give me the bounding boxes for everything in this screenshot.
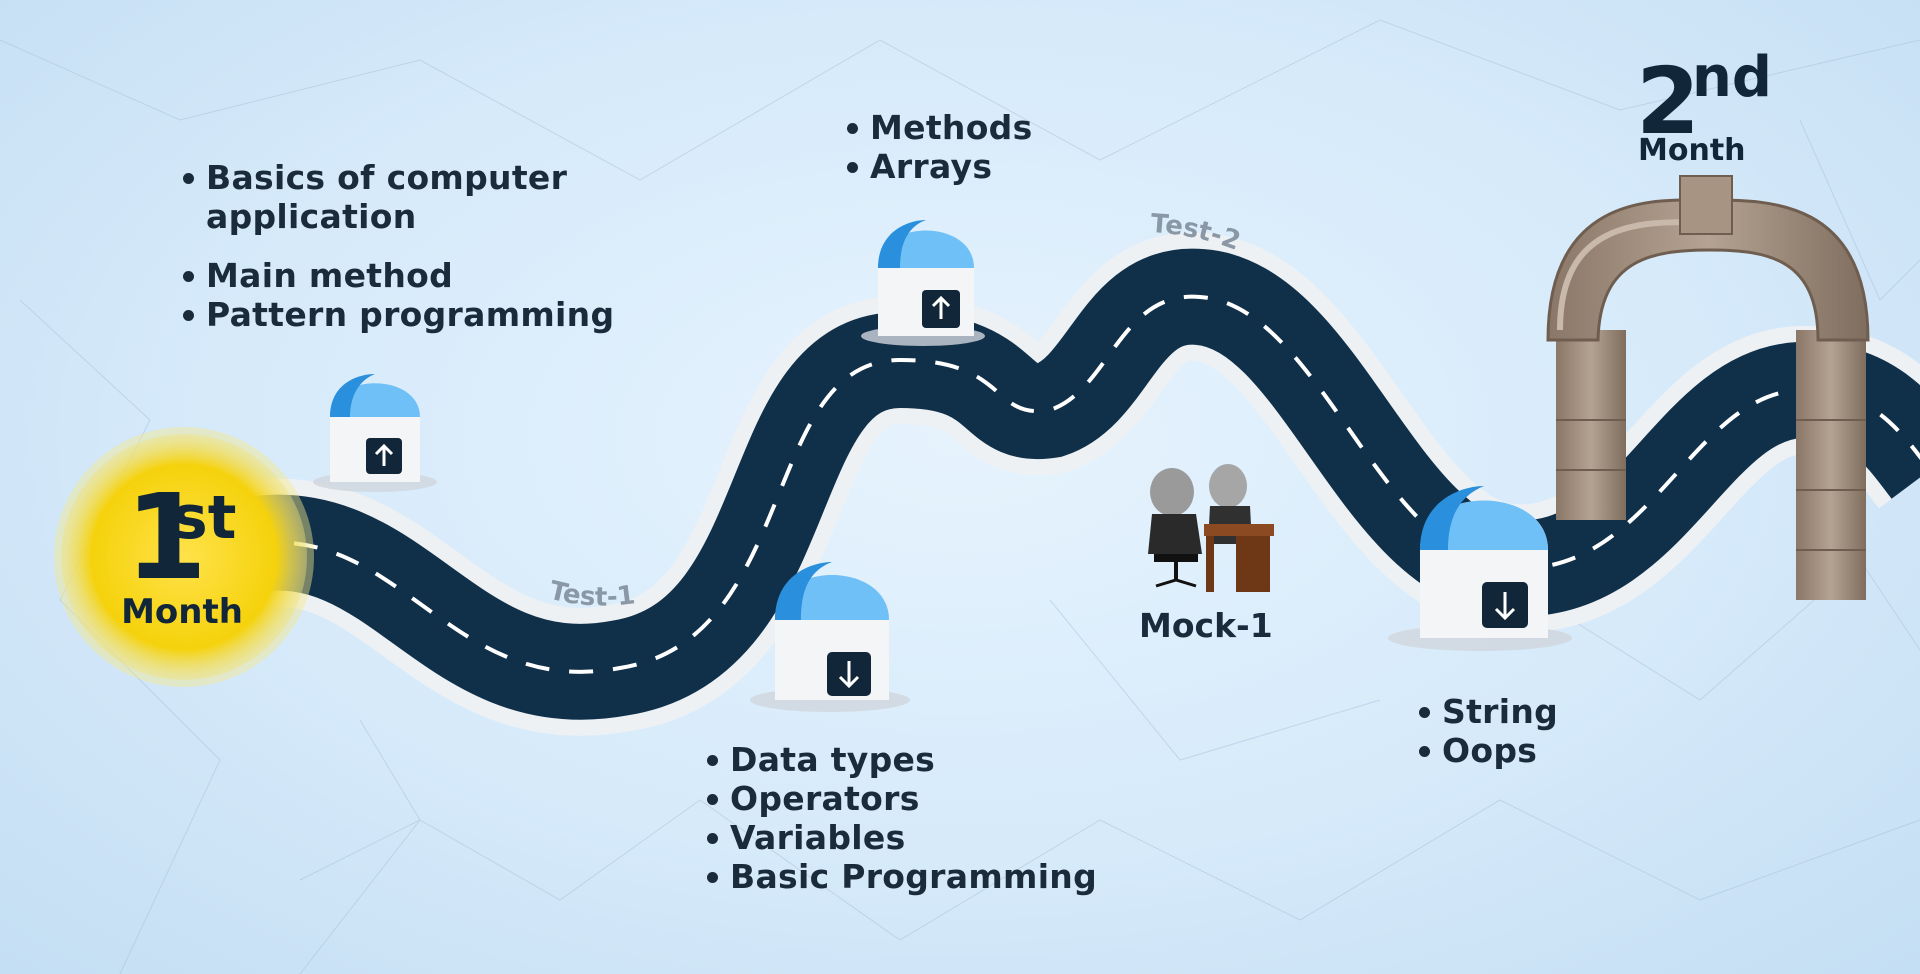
start-month-label: Month [121,592,243,632]
road-center-line [249,294,1920,674]
milestone-marker [1388,486,1572,651]
topic-list-methods: Methods Arrays [844,108,1033,186]
network-background [0,19,1920,974]
topic-item: Variables [704,818,1097,857]
end-month-suffix: nd [1692,45,1772,110]
up-arrow-icon [374,443,394,466]
end-month-heading: 2 nd Month [1636,45,1772,168]
topic-text-continued: application [206,197,417,236]
people-at-desk-icon [1148,464,1274,592]
milestone-marker [861,220,985,346]
milestone-marker [313,374,437,492]
end-month-number: 2 [1636,48,1700,155]
milestone-marker [750,562,910,712]
topic-list-string: String Oops [1416,692,1558,770]
test-1-text: Test-1 [546,576,636,613]
mock-label: Mock-1 [1139,606,1273,645]
road [242,248,1920,720]
start-month-suffix: st [172,483,236,553]
down-arrow-icon [838,661,860,689]
down-arrow-icon [1494,592,1516,621]
start-month-badge: 1 st Month [54,427,314,687]
topic-item: Methods [844,108,1033,147]
topic-item: Basic Programming [704,857,1097,896]
topic-item: Arrays [844,147,1033,186]
topic-item: Pattern programming [180,295,614,334]
up-arrow-icon [931,295,951,319]
topic-item: Main method [180,256,614,295]
stone-arch-icon [1546,175,1870,600]
topic-item: Oops [1416,731,1558,770]
topic-text: Basics of computer [206,158,568,197]
topic-item: Operators [704,779,1097,818]
topic-list-main-method: Main method Pattern programming [180,256,614,334]
start-month-number: 1 [125,468,207,606]
end-month-label: Month [1638,133,1746,168]
test-1-label: Test-1 [546,576,636,613]
topic-list-data-types: Data types Operators Variables Basic Pro… [704,740,1097,896]
topic-item: String [1416,692,1558,731]
topic-item: Data types [704,740,1097,779]
